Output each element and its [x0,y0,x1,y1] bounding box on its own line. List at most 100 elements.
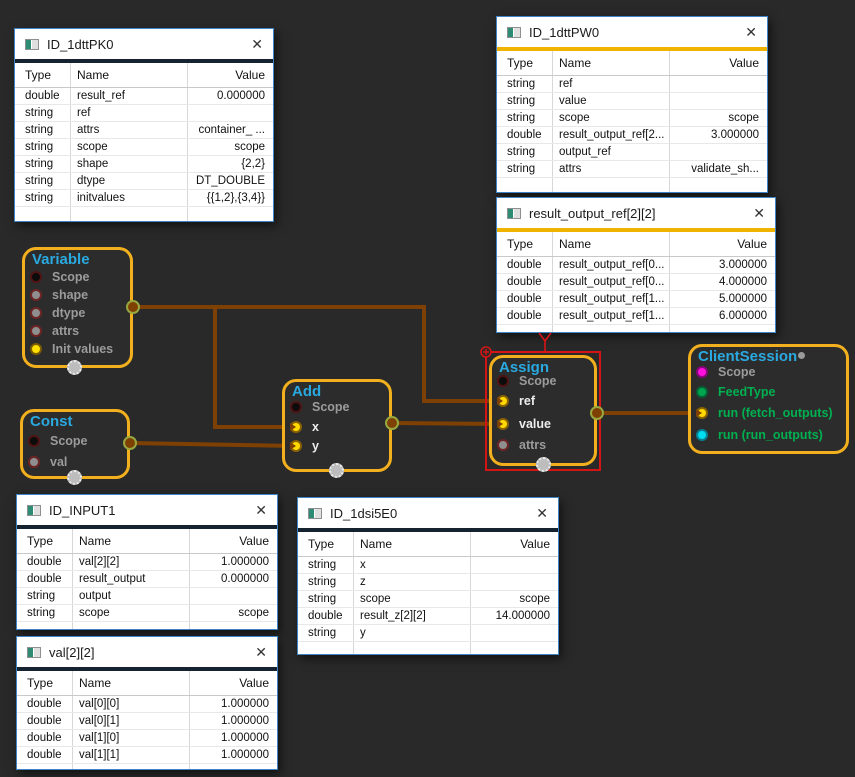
node-clientsession[interactable]: ClientSession [688,344,849,454]
port-dot-icon[interactable] [30,289,42,301]
port-dot-icon[interactable] [30,271,42,283]
port-x[interactable]: x [290,419,319,435]
window-titlebar[interactable]: result_output_ref[2][2] ✕ [497,198,775,228]
port-dot-icon[interactable] [290,401,302,413]
port-dot-icon[interactable] [696,386,708,398]
port-y[interactable]: y [290,438,319,454]
port-ref[interactable]: ref [497,393,535,409]
window-titlebar[interactable]: val[2][2]✕ [17,637,277,667]
port-dot-icon[interactable] [696,429,708,441]
port-label: attrs [52,324,80,338]
port-val[interactable]: val [28,454,67,470]
column-header: Value [235,68,265,82]
table-cell: dtype [77,175,106,187]
column-divider [72,529,73,629]
node-handle[interactable] [67,470,82,485]
table-cell: val[0][1] [79,715,120,727]
port-scope[interactable]: Scope [290,399,350,415]
port-dot-icon[interactable] [497,395,509,407]
port-dot-icon[interactable] [497,375,509,387]
window-title: result_output_ref[2][2] [529,205,656,221]
port-init-values[interactable]: Init values [30,341,113,357]
table-icon [25,38,39,50]
table-cell: 1.000000 [221,715,269,727]
wire[interactable] [129,441,297,448]
close-icon[interactable]: ✕ [255,501,267,518]
close-icon[interactable]: ✕ [536,504,548,521]
close-icon[interactable]: ✕ [255,643,267,660]
port-dot-icon[interactable] [28,456,40,468]
close-icon[interactable]: ✕ [753,204,765,221]
port-dot-icon[interactable] [696,407,708,419]
column-divider [470,532,471,654]
column-divider [70,63,71,221]
table-cell: 3.000000 [711,129,759,141]
port-run-fetch-outputs[interactable]: run (fetch_outputs) [696,405,833,421]
window-titlebar[interactable]: ID_1dttPK0✕ [15,29,273,59]
node-handle[interactable] [536,457,551,472]
output-port[interactable] [126,300,140,314]
port-attrs[interactable]: attrs [497,437,546,453]
output-port[interactable] [385,416,399,430]
table-cell: 14.000000 [495,610,550,622]
port-dot-icon[interactable] [30,343,42,355]
port-scope[interactable]: Scope [497,373,557,389]
window-titlebar[interactable]: ID_1dttPW0✕ [497,17,767,47]
window-titlebar[interactable]: ID_INPUT1✕ [17,495,277,525]
table-icon [27,504,41,516]
table-cell: string [27,607,56,619]
port-feedtype[interactable]: FeedType [696,384,775,400]
close-icon[interactable]: ✕ [251,35,263,52]
node-handle[interactable] [329,463,344,478]
port-label: ref [519,394,535,408]
port-attrs[interactable]: attrs [30,323,79,339]
close-icon[interactable]: ✕ [745,23,757,40]
port-run-run-outputs[interactable]: run (run_outputs) [696,427,823,443]
output-port[interactable] [123,436,137,450]
port-dot-icon[interactable] [28,435,40,447]
table-cell: string [25,141,54,153]
port-dot-icon[interactable] [290,440,302,452]
table-cell: 0.000000 [217,90,265,102]
wire[interactable] [133,305,503,403]
node-title: Const [30,413,73,430]
output-port[interactable] [590,406,604,420]
table-cell: string [25,192,54,204]
window-title: ID_1dsi5E0 [330,505,398,521]
port-dot-icon[interactable] [497,439,509,451]
node-handle[interactable] [67,360,82,375]
column-divider [552,232,553,332]
port-shape[interactable]: shape [30,287,88,303]
port-dot-icon[interactable] [290,421,302,433]
port-dot-icon[interactable] [30,307,42,319]
port-dot-icon[interactable] [497,418,509,430]
port-dtype[interactable]: dtype [30,305,85,321]
table-cell: double [507,259,542,271]
port-label: val [50,455,68,469]
port-scope[interactable]: Scope [30,269,90,285]
wire[interactable] [391,421,504,426]
port-dot-icon[interactable] [30,325,42,337]
port-dot-icon[interactable] [696,366,708,378]
port-scope[interactable]: Scope [28,433,88,449]
port-scope[interactable]: Scope [696,364,756,380]
window-titlebar[interactable]: ID_1dsi5E0 ✕ [298,498,558,528]
port-value[interactable]: value [497,416,551,432]
